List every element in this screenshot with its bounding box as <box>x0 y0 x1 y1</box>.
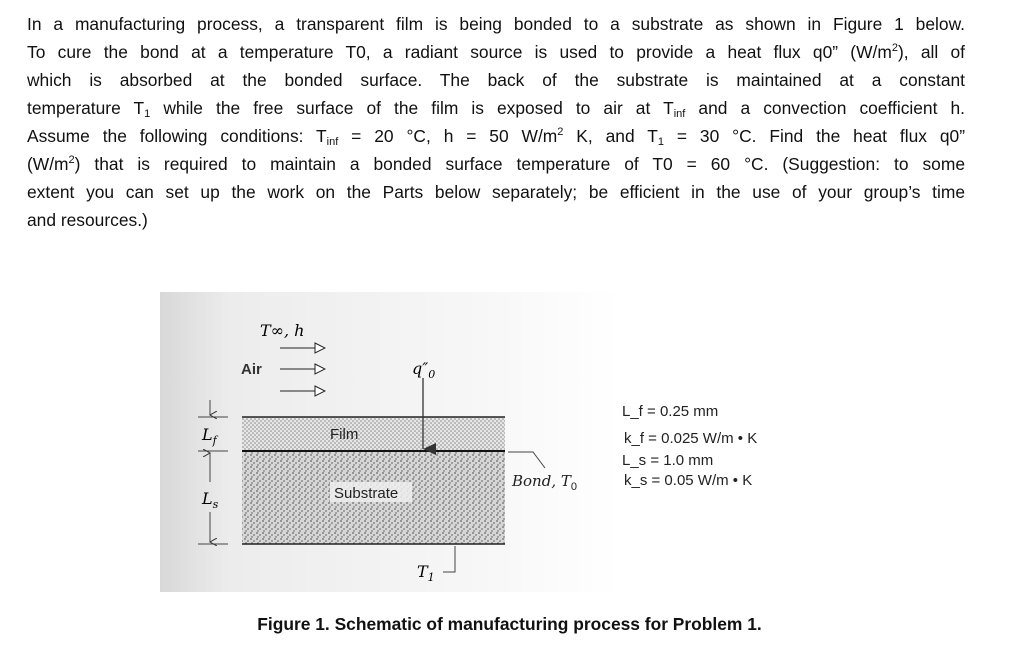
air-flow-arrows <box>280 348 325 391</box>
property-lf: L_f = 0.25 mm <box>622 403 718 420</box>
problem-line: (W/m2) that is required to maintain a bo… <box>27 150 965 178</box>
text-segment: , a radiant source is used to provide a … <box>365 42 823 62</box>
text-segment: 0 <box>356 42 366 62</box>
figure-caption: Figure 1. Schematic of manufacturing pro… <box>257 614 762 634</box>
bond-label: Bond, T0 <box>511 472 577 493</box>
text-segment: ) that is required to maintain a bonded … <box>74 154 663 174</box>
film-thickness-label: Lf <box>201 425 219 447</box>
problem-line: which is absorbed at the bonded surface.… <box>27 66 965 94</box>
text-segment: and a convection coefficient h. <box>685 98 966 118</box>
text-segment: and resources.) <box>27 210 148 230</box>
problem-line: extent you can set up the work on the Pa… <box>27 178 965 206</box>
text-segment: 0 <box>949 126 960 146</box>
text-segment: 1 <box>657 136 664 148</box>
problem-line: In a manufacturing process, a transparen… <box>27 10 965 38</box>
property-ls: L_s = 1.0 mm <box>622 452 713 469</box>
text-segment: (W/m <box>27 154 69 174</box>
property-kf: k_f = 0.025 W/m • K <box>624 430 757 447</box>
problem-line: and resources.) <box>27 206 965 234</box>
text-segment: which is absorbed at the bonded surface.… <box>27 70 965 90</box>
text-segment: inf <box>326 136 339 148</box>
text-segment: inf <box>673 108 686 120</box>
film-label: Film <box>330 426 358 443</box>
text-segment: = 30 °C. Find the heat flux q <box>663 126 950 146</box>
problem-line: temperature T1 while the free surface of… <box>27 94 965 122</box>
text-segment: ), all of <box>897 42 965 62</box>
text-segment: 1 <box>144 108 151 120</box>
air-label: Air <box>241 361 262 378</box>
problem-line: To cure the bond at a temperature T0, a … <box>27 38 965 66</box>
ambient-label: T∞, h <box>260 321 304 340</box>
text-segment: K, and T <box>563 126 658 146</box>
text-segment: To cure the bond at a temperature T <box>27 42 357 62</box>
text-segment: 0 <box>822 42 833 62</box>
text-segment: = 20 °C, h = 50 W/m <box>338 126 558 146</box>
text-segment: 0 <box>663 154 673 174</box>
text-segment: 2 <box>557 126 564 138</box>
text-segment: ” (W/m <box>832 42 892 62</box>
text-segment: In a manufacturing process, a transparen… <box>27 14 965 34</box>
property-list: L_f = 0.25 mm k_f = 0.025 W/m • K L_s = … <box>622 403 757 489</box>
problem-line: Assume the following conditions: Tinf = … <box>27 122 965 150</box>
text-segment: 2 <box>891 42 898 54</box>
substrate-thickness-label: Ls <box>201 489 219 511</box>
heat-flux-label: q″0 <box>412 359 435 381</box>
film-layer <box>242 417 505 451</box>
text-segment: 2 <box>68 154 75 166</box>
text-segment: Assume the following conditions: T <box>27 126 327 146</box>
property-ks: k_s = 0.05 W/m • K <box>624 472 752 489</box>
figure-schematic: T∞, h Air q″0 Film Substrate Bond, T0 T1… <box>160 292 757 592</box>
substrate-label: Substrate <box>334 485 398 502</box>
text-segment: ” <box>959 126 965 146</box>
t1-label: T1 <box>417 562 435 584</box>
text-segment: extent you can set up the work on the Pa… <box>27 182 965 202</box>
text-segment: = 60 °C. (Suggestion: to some <box>672 154 965 174</box>
problem-statement: In a manufacturing process, a transparen… <box>27 10 965 234</box>
dimension-lines <box>198 400 546 573</box>
text-segment: while the free surface of the film is ex… <box>150 98 674 118</box>
text-segment: temperature T <box>27 98 145 118</box>
